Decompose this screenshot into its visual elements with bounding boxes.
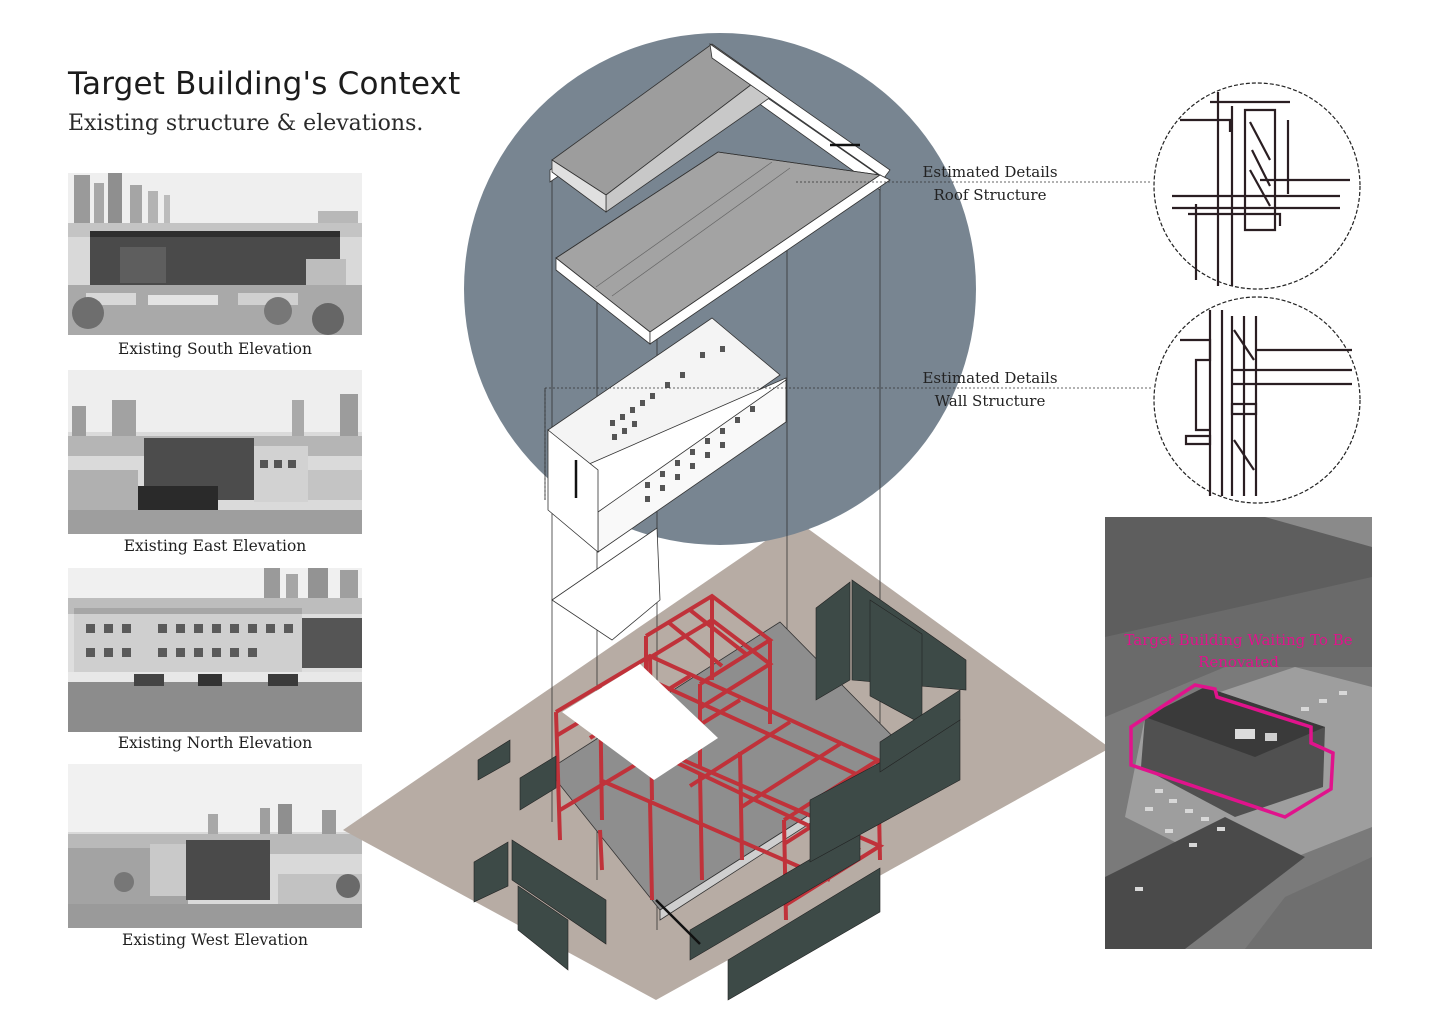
- east-elevation-photo: [68, 370, 362, 534]
- roof-structure: [549, 43, 891, 345]
- south-elevation-caption: Existing South Elevation: [118, 340, 312, 358]
- roof-detail-label: Estimated Details Roof Structure: [922, 163, 1058, 204]
- roof-detail-sketch: [1153, 82, 1361, 290]
- west-elevation-caption: Existing West Elevation: [122, 931, 308, 949]
- atrium-void: [562, 664, 718, 780]
- page-subtitle: Existing structure & elevations.: [68, 111, 424, 136]
- west-elevation-photo: [68, 764, 362, 928]
- north-elevation-photo: [68, 568, 362, 732]
- floor-slab-outline: [551, 527, 661, 641]
- page-title: Target Building's Context: [68, 66, 461, 102]
- target-building-label: Target Building Waiting To Be Renovated: [1124, 631, 1353, 671]
- north-elevation-caption: Existing North Elevation: [117, 734, 313, 752]
- east-elevation-caption: Existing East Elevation: [123, 537, 307, 555]
- wall-structure: [547, 317, 787, 553]
- wall-detail-sketch: [1153, 296, 1361, 504]
- wall-detail-label: Estimated Details Wall Structure: [922, 369, 1058, 410]
- glass-facade-panels: [473, 579, 967, 1001]
- aerial-photo: Target Building Waiting To Be Renovated: [1105, 517, 1372, 949]
- south-elevation-photo: [68, 173, 362, 335]
- leader-lines: [544, 181, 1152, 500]
- target-building-highlight: [1129, 683, 1335, 819]
